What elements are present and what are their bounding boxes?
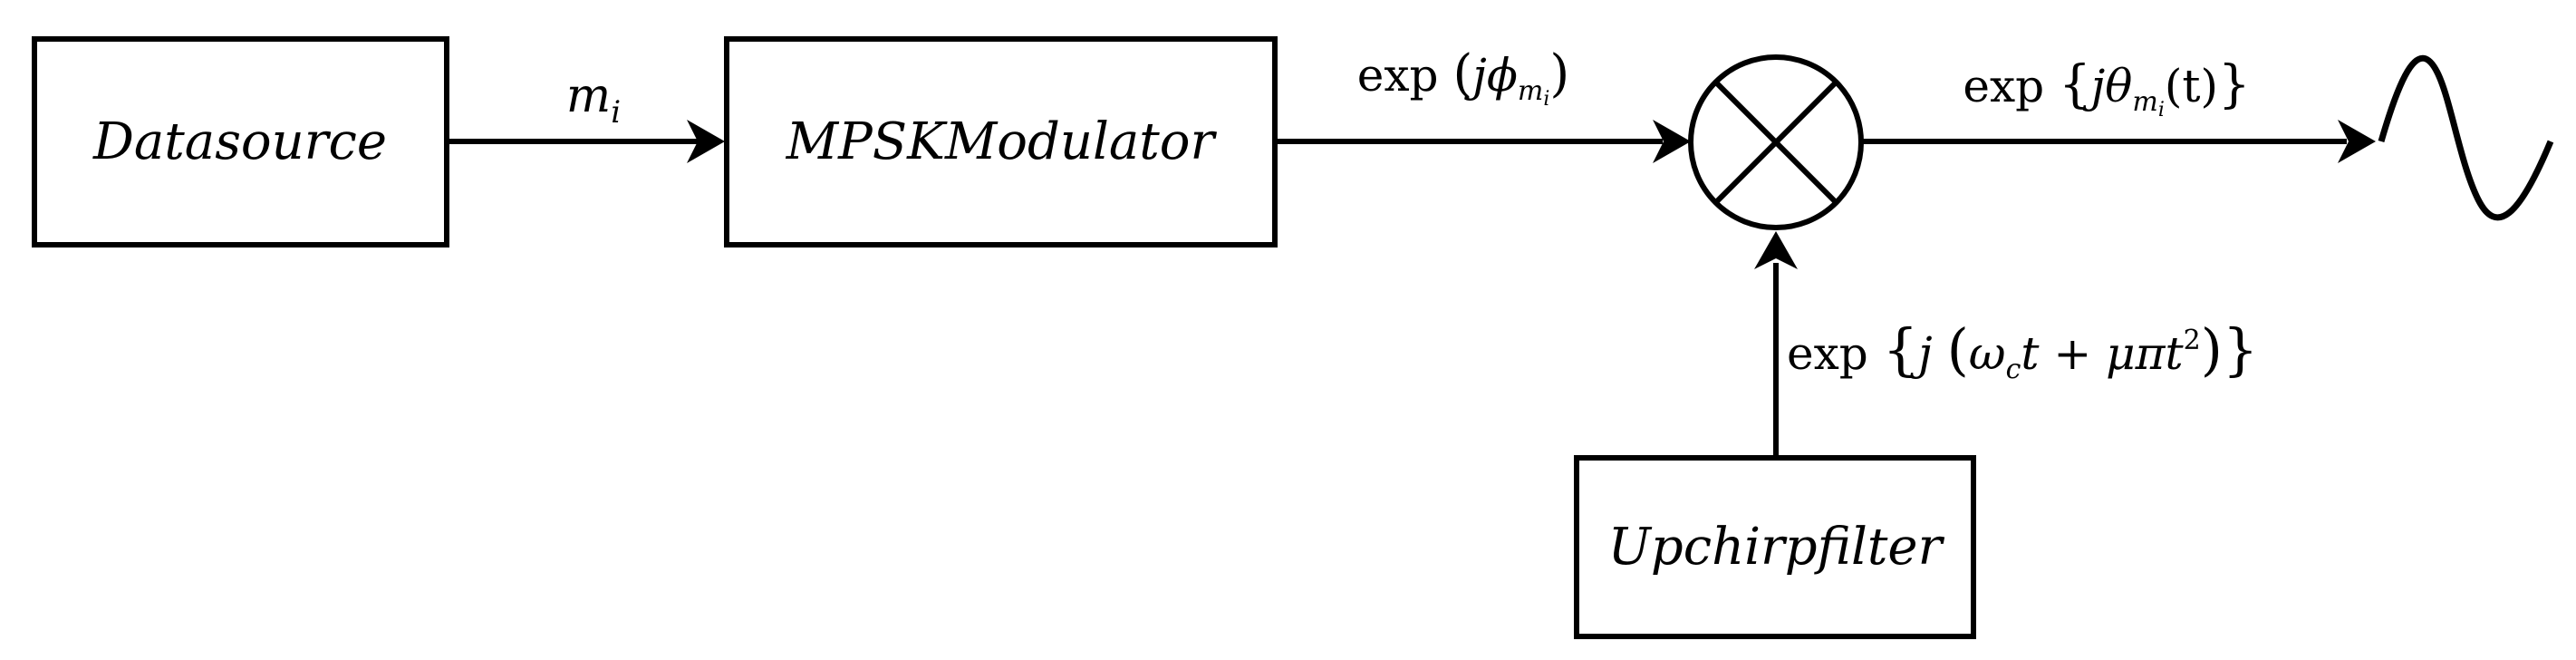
chirp-arrowhead [1754, 231, 1798, 269]
message-arrowhead [687, 120, 725, 163]
modulator-output-wire [1275, 120, 1691, 163]
chirp-label: exp {j (ωct + μπt2)} [1787, 316, 2258, 385]
mpsk-modulator-block: MPSKModulator [724, 36, 1278, 248]
modulator-output-arrowhead [1653, 120, 1691, 163]
mixer-node [1688, 54, 1864, 230]
message-label: mi [566, 69, 621, 131]
mixer-output-label: exp {jθmi(t)} [1963, 55, 2250, 121]
data-source-block: Datasource [32, 36, 449, 248]
mpsk-modulator-label: MPSKModulator [786, 112, 1218, 171]
message-wire [447, 120, 725, 163]
multiplier-circle-x-icon [1713, 80, 1838, 205]
chirp-wire [1754, 231, 1798, 458]
modulator-output-label: exp (jϕmi) [1357, 44, 1570, 111]
sine-wave-icon [2378, 55, 2554, 221]
upchirp-filter-block: Upchirpfilter [1574, 455, 1976, 639]
data-source-label: Datasource [92, 112, 387, 171]
mixer-output-arrowhead [2338, 120, 2376, 163]
upchirp-filter-label: Upchirpfilter [1608, 518, 1945, 577]
mixer-output-wire [1861, 120, 2376, 163]
